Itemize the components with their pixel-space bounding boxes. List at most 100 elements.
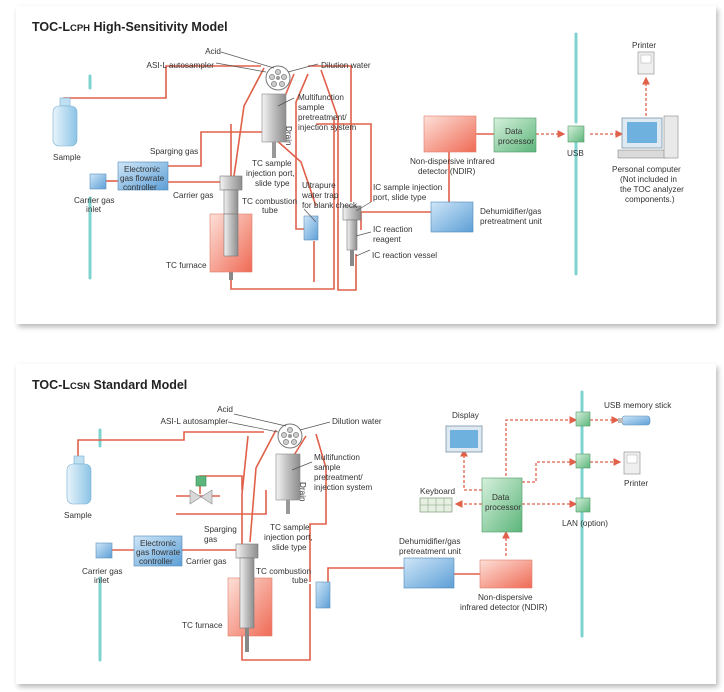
label-ultrapure: for blank check [302, 201, 358, 210]
multi-to-ic-line [316, 123, 372, 202]
autosampler-turret [277, 423, 303, 449]
sample-bottle [66, 455, 92, 505]
label-efc: Electronic [140, 539, 176, 548]
ultrapure-line [295, 73, 309, 230]
ndir-box [479, 559, 533, 589]
multifunction-syringe [261, 93, 287, 158]
label-tc-port: slide type [272, 543, 307, 552]
keyboard-icon [419, 497, 453, 513]
carrier-gas-inlet [95, 542, 113, 559]
label-efc: gas flowrate [120, 174, 165, 183]
tc-feed-line [233, 67, 265, 177]
dp-printer-link [522, 458, 578, 483]
tc-feed-line [249, 429, 277, 543]
label-drain: Drain [298, 482, 307, 502]
label-ic-reagent: reagent [373, 235, 401, 244]
tc-tube-inner [223, 213, 239, 257]
printer-icon [623, 451, 641, 475]
label-display: Display [452, 411, 480, 420]
label-tc-furnace: TC furnace [182, 621, 223, 630]
label-sparging: Sparging gas [150, 147, 198, 156]
label-usb: USB [567, 149, 584, 158]
ndir-box [423, 115, 477, 153]
multi-leader [277, 97, 295, 107]
label-carrier-inlet: inlet [94, 576, 110, 585]
csn-flow-diagram [66, 390, 651, 662]
label-multi: pretreatment/ [298, 113, 347, 122]
return-line [241, 435, 311, 661]
label-ndir: infrared detector (NDIR) [460, 603, 548, 612]
sample-line [77, 431, 264, 456]
label-tc-tube: TC combustion [256, 567, 312, 576]
label-efc: controller [123, 183, 157, 192]
cph-labels: Acid ASI-L autosampler Dilution water Mu… [53, 41, 684, 270]
usb-hub [567, 125, 585, 143]
multi-to-trap-line [309, 433, 327, 582]
label-multi: Multifunction [314, 453, 360, 462]
label-tc-tube: tube [292, 576, 308, 585]
label-ndir: Non-dispersive infrared [410, 157, 495, 166]
label-pc: the TOC analyzer [620, 185, 684, 194]
dp-usb-link [505, 416, 578, 476]
label-data-processor: Data [505, 127, 523, 136]
label-keyboard: Keyboard [420, 487, 455, 496]
dehumidifier-box [430, 201, 474, 233]
personal-computer-icon [617, 115, 679, 159]
label-sample: Sample [64, 511, 92, 520]
label-usb-stick: USB memory stick [604, 401, 672, 410]
autosampler-turret [265, 65, 291, 91]
label-dehumidifier: Dehumidifier/gas [480, 207, 541, 216]
label-multi: pretreatment/ [314, 473, 363, 482]
autosampler-leader [227, 421, 279, 433]
ic-vessel-leader [355, 249, 371, 257]
label-tc-tube: tube [262, 206, 278, 215]
label-acid: Acid [205, 47, 221, 56]
cph-flow-diagram [52, 32, 679, 291]
multifunction-syringe [275, 453, 301, 514]
label-multi: sample [314, 463, 341, 472]
label-data-processor: processor [498, 137, 534, 146]
label-printer: Printer [624, 479, 648, 488]
label-tc-tube: TC combustion [242, 197, 298, 206]
printer-icon [637, 51, 655, 75]
dehumidifier-box [403, 557, 455, 589]
label-tc-port: injection port, [264, 533, 313, 542]
printer-port-box [575, 453, 591, 469]
label-efc: controller [139, 557, 173, 566]
label-tc-port: injection port, [246, 169, 295, 178]
usb-port-box [575, 411, 591, 427]
standard-panel: TOC-LCSN Standard Model [16, 364, 716, 684]
label-pc: components.) [625, 195, 675, 204]
label-pc: Personal computer [612, 165, 681, 174]
ultrapure-trap [303, 215, 319, 241]
label-drain: Drain [284, 126, 293, 146]
label-ultrapure: Ultrapure [302, 181, 336, 190]
label-ic-port: IC sample injection [373, 183, 443, 192]
label-dehumidifier: pretreatment unit [399, 547, 462, 556]
label-carrier-gas: Carrier gas [173, 191, 214, 200]
carrier-gas-inlet [89, 173, 107, 190]
ic-port-leader [355, 201, 372, 212]
ic-feed-line [308, 65, 352, 202]
label-tc-port: TC sample [252, 159, 292, 168]
label-tc-port: slide type [255, 179, 290, 188]
autosampler-leader [215, 62, 267, 73]
label-carrier-inlet: Carrier gas [74, 196, 115, 205]
label-ndir: Non-dispersive [478, 593, 533, 602]
label-multi: injection system [314, 483, 372, 492]
ic-return-line [320, 69, 357, 291]
ultrapure-leader [303, 208, 317, 223]
label-multi: injection system [298, 123, 356, 132]
label-multi: sample [298, 103, 325, 112]
panel-title-cph: TOC-LCPH High-Sensitivity Model [32, 20, 228, 34]
label-pc: (Not included in [620, 175, 677, 184]
sample-bottle [52, 97, 78, 147]
label-multi: Multifunction [298, 93, 344, 102]
lan-port-box [575, 497, 591, 513]
label-carrier-gas: Carrier gas [186, 557, 227, 566]
label-dehumidifier: pretreatment unit [480, 217, 543, 226]
label-autosampler: ASI-L autosampler [146, 61, 214, 70]
label-carrier-inlet: Carrier gas [82, 567, 123, 576]
acid-leader [220, 51, 275, 69]
label-data-processor: Data [492, 493, 510, 502]
